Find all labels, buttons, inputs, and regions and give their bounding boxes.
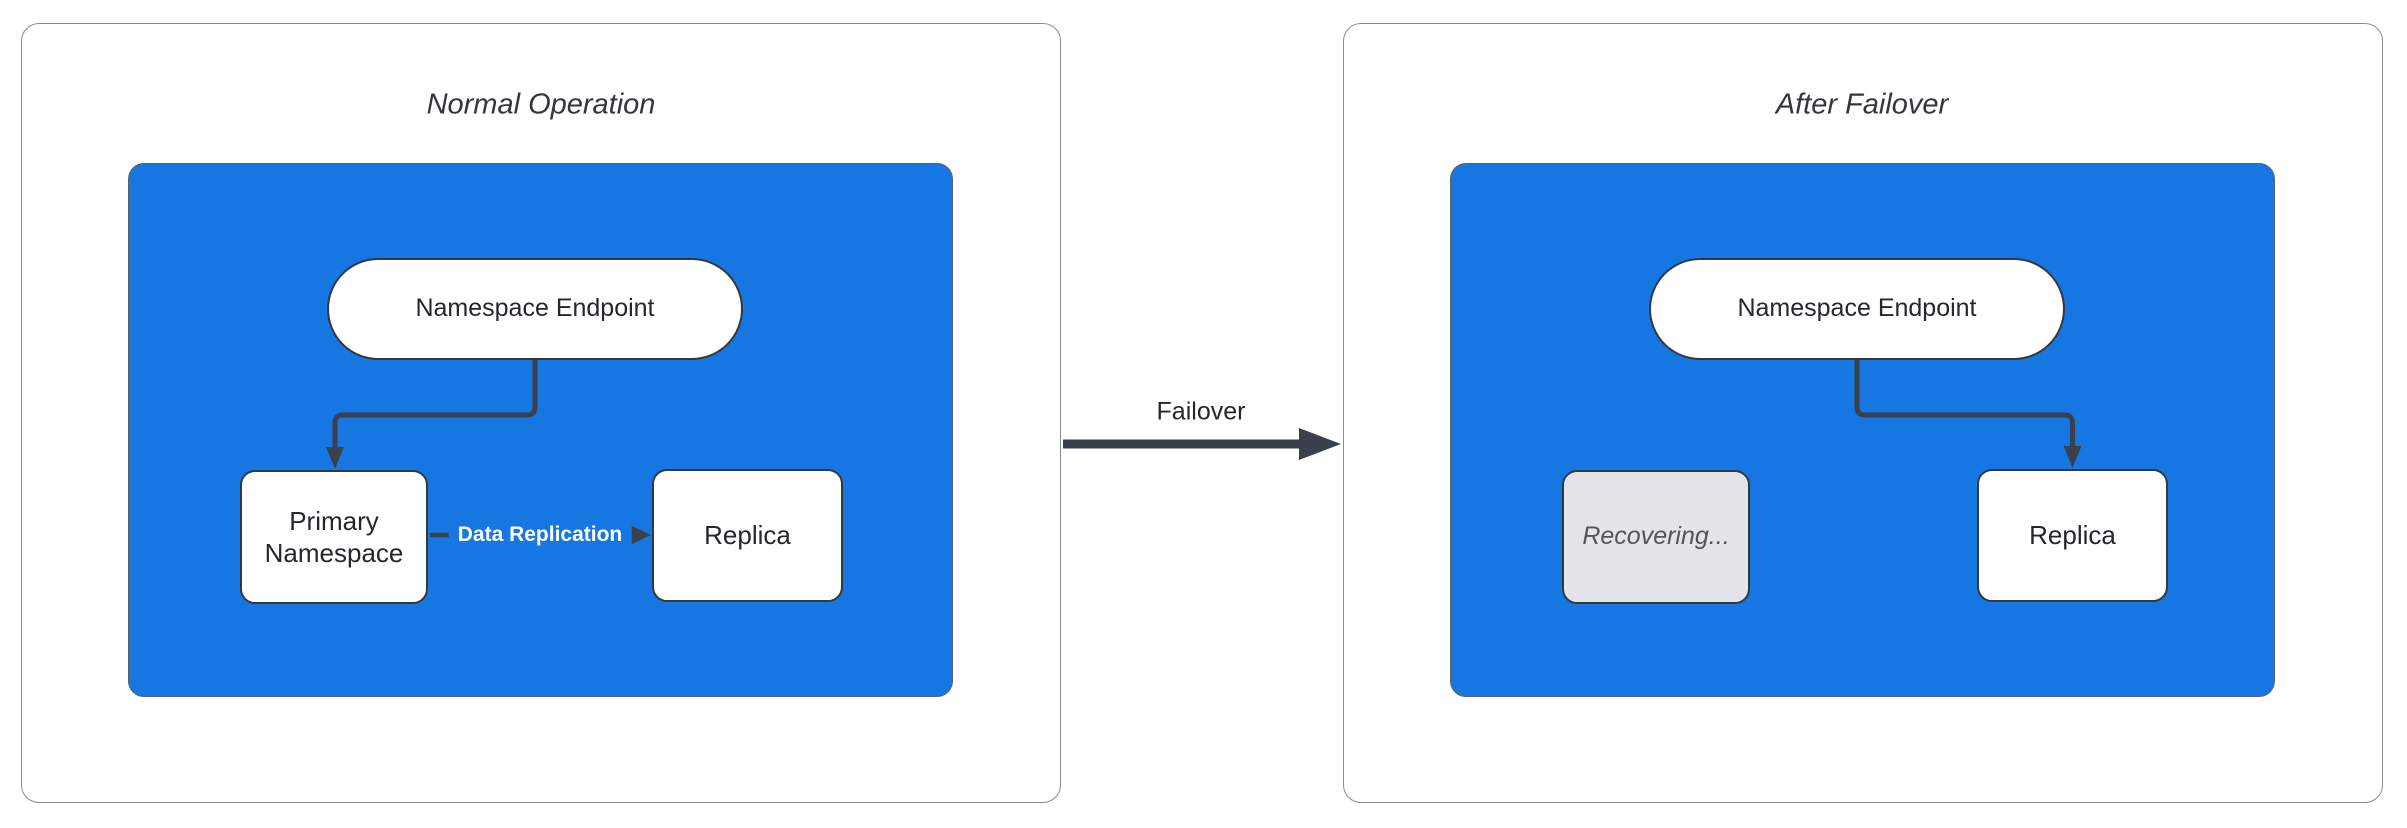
replica-node-failover: Replica (1977, 469, 2168, 602)
replica-node-normal: Replica (652, 469, 843, 602)
primary-namespace-node: Primary Namespace (240, 470, 428, 604)
namespace-endpoint-node-failover: Namespace Endpoint (1649, 258, 2065, 360)
namespace-cluster-normal (128, 163, 953, 697)
failover-label: Failover (1156, 397, 1246, 427)
normal-operation-title: Normal Operation (426, 88, 656, 121)
recovering-node: Recovering... (1562, 470, 1750, 604)
namespace-cluster-failover (1450, 163, 2275, 697)
namespace-endpoint-node-normal: Namespace Endpoint (327, 258, 743, 360)
failover-arrowhead (1299, 428, 1341, 460)
data-replication-label: Data Replication (448, 521, 632, 549)
after-failover-title: After Failover (1775, 88, 1949, 121)
